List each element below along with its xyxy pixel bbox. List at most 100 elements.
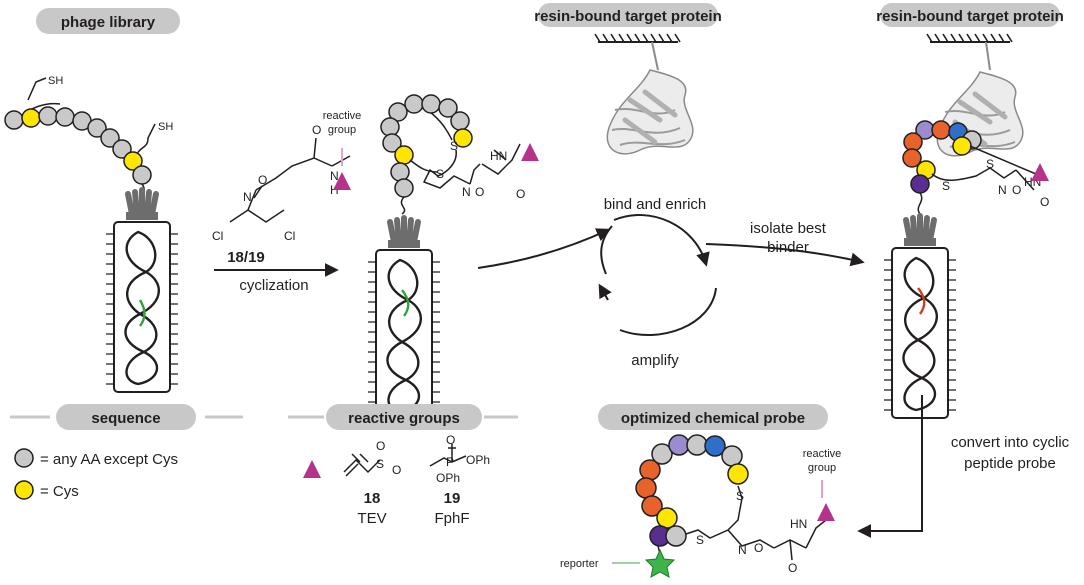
- phage-library-pill: [36, 8, 180, 34]
- convert-label: convert into cyclic: [951, 434, 1070, 451]
- p-atom: P: [446, 455, 454, 469]
- s-atom: S: [696, 533, 704, 547]
- s-atom: S: [450, 139, 458, 153]
- grey-residue: [4, 110, 24, 130]
- s-atom: S: [436, 167, 444, 181]
- grey-residue: [394, 178, 414, 198]
- o-atom: O: [788, 561, 797, 575]
- reactive-group-label: group: [328, 124, 356, 136]
- sequence-pill: [56, 404, 196, 430]
- target-protein: [607, 70, 693, 154]
- oph-group: OPh: [466, 453, 490, 467]
- cys-residue: [21, 108, 41, 128]
- n-atom: N: [998, 183, 1007, 197]
- blue-residue: [704, 435, 726, 457]
- grey-residue: [686, 434, 708, 456]
- dna-insert-green: [138, 299, 146, 327]
- target-protein-pill: [880, 3, 1060, 27]
- cyclized-peptide: S S N O HN O: [380, 94, 539, 215]
- reactive-groups-pill: [326, 404, 482, 430]
- sh-label: SH: [158, 121, 173, 133]
- cycle-arrow-return: [598, 283, 612, 301]
- optimized-probe-pill: [598, 404, 828, 430]
- grey-residue: [651, 443, 673, 465]
- cycle-arrow-left: [600, 225, 613, 275]
- o-atom: O: [376, 439, 385, 453]
- o-atom: O: [312, 123, 321, 137]
- grey-residue: [438, 98, 458, 118]
- grey-residue: [450, 111, 470, 131]
- grey-residue: [388, 102, 408, 122]
- n-atom: N: [738, 543, 747, 557]
- compound-18-name: TEV: [357, 510, 386, 527]
- reactive-group-label: group: [808, 462, 836, 474]
- o-atom: O: [446, 433, 455, 447]
- compound-19-name: FphF: [434, 510, 469, 527]
- cys-residue: [656, 507, 678, 529]
- reporter-label: reporter: [560, 558, 599, 570]
- o-atom: O: [1040, 195, 1049, 209]
- legend-cys-swatch: [14, 480, 34, 500]
- o-atom: O: [1012, 183, 1021, 197]
- grey-residue: [390, 162, 410, 182]
- isolate-label: binder: [767, 239, 809, 256]
- reactive-group-triangle: [303, 460, 321, 478]
- bound-cyclic-peptide: S S N O HN O: [902, 120, 1049, 215]
- grey-residue: [112, 139, 132, 159]
- convert-label: peptide probe: [964, 455, 1056, 472]
- target-protein-title: resin-bound target protein: [534, 8, 722, 25]
- cl-atom: Cl: [212, 229, 223, 243]
- legend-grey-swatch: [14, 448, 34, 468]
- reactive-groups-title: reactive groups: [348, 410, 460, 427]
- reactive-group-label: reactive: [323, 110, 362, 122]
- grey-residue: [404, 94, 424, 114]
- phosphonate-structure: O P OPh OPh: [429, 433, 490, 485]
- reporter-star: [644, 548, 676, 578]
- sequence-title: sequence: [91, 410, 160, 427]
- hn-atom: HN: [490, 149, 507, 163]
- phage-particle: [884, 216, 956, 418]
- cl-atom: Cl: [284, 229, 295, 243]
- reactive-group-triangle: [521, 143, 539, 161]
- grey-residue: [87, 118, 107, 138]
- grey-residue: [421, 94, 441, 114]
- grey-residue: [132, 165, 152, 185]
- s-atom: S: [942, 179, 950, 193]
- cys-residue: [394, 145, 414, 165]
- to-cycle-arrow: [477, 228, 611, 269]
- cys-residue: [123, 151, 143, 171]
- compound-id: 18/19: [227, 249, 265, 266]
- optimized-cyclic-probe: S S N O HN O reactive group reporter: [560, 434, 841, 578]
- reactive-group-triangle: [817, 503, 835, 521]
- isolate-arrow: [705, 243, 865, 267]
- phage-library-title: phage library: [61, 14, 156, 31]
- o-atom: O: [475, 185, 484, 199]
- cycle-arrow-bottom: [619, 287, 717, 336]
- orange-residue: [641, 495, 663, 517]
- linker-structure: Cl Cl N O O N H reactive group: [212, 110, 361, 243]
- grey-residue: [380, 117, 400, 137]
- bind-enrich-label: bind and enrich: [604, 196, 707, 213]
- resin-surface: [594, 33, 681, 43]
- n-atom: N: [243, 190, 252, 204]
- resin-surface: [926, 33, 1013, 43]
- legend-cys-label: = Cys: [40, 483, 79, 500]
- s-atom: S: [986, 157, 994, 171]
- cys-residue: [453, 128, 473, 148]
- o-atom: O: [392, 463, 401, 477]
- grey-residue: [665, 525, 687, 547]
- isolate-label: isolate best: [750, 220, 827, 237]
- linear-peptide-chain: SH SH: [4, 75, 173, 213]
- target-protein-title: resin-bound target protein: [876, 8, 1064, 25]
- cys-residue: [727, 463, 749, 485]
- grey-residue: [38, 106, 58, 126]
- optimized-probe-title: optimized chemical probe: [621, 410, 805, 427]
- n-atom: N: [462, 185, 471, 199]
- cyclization-label: cyclization: [239, 277, 308, 294]
- grey-residue: [382, 133, 402, 153]
- s-atom: S: [736, 489, 744, 503]
- orange-residue: [903, 132, 923, 152]
- reactive-group-triangle: [1031, 163, 1049, 181]
- hn-atom: HN: [790, 517, 807, 531]
